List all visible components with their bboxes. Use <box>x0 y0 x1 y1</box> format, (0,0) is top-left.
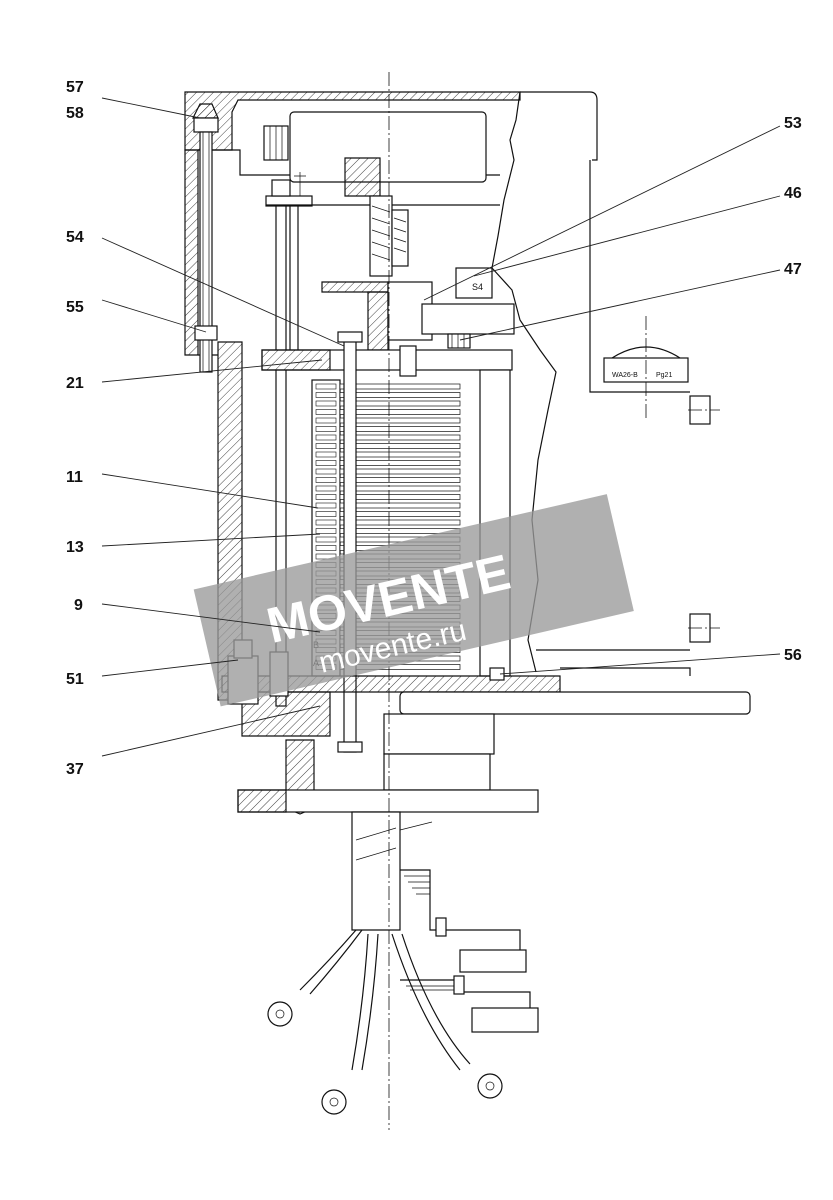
ring-plate <box>339 426 461 432</box>
callout-58: 58 <box>66 105 84 122</box>
callout-13: 13 <box>66 539 84 556</box>
leader-55 <box>101 299 207 333</box>
callout-53: 53 <box>784 115 802 132</box>
leader-21 <box>101 359 323 383</box>
ring-plate <box>339 460 461 466</box>
ring-plate <box>339 417 461 424</box>
callout-47: 47 <box>784 261 802 278</box>
ring-terminal <box>315 502 337 509</box>
ring-terminal <box>315 409 337 415</box>
drawing-body <box>184 72 751 1130</box>
ring-terminal <box>315 460 337 466</box>
ring-terminal <box>315 528 337 534</box>
ring-terminal <box>315 417 337 424</box>
leader-37 <box>101 705 321 757</box>
plate-label-right: Pg21 <box>656 372 672 379</box>
ring-terminal <box>315 434 337 441</box>
ring-terminal <box>315 443 337 449</box>
ring-plate <box>339 383 461 390</box>
leader-13 <box>101 533 321 547</box>
callout-51: 51 <box>66 671 84 688</box>
ring-terminal <box>315 451 337 458</box>
ring-terminal <box>315 494 337 500</box>
s4-label: S4 <box>472 282 483 292</box>
leader-57 <box>101 97 201 119</box>
watermark-band <box>193 494 634 707</box>
ring-terminal <box>315 519 337 526</box>
ring-plate <box>339 477 461 483</box>
callout-9: 9 <box>74 597 83 614</box>
leader-9 <box>101 603 321 633</box>
ring-plate <box>339 409 461 415</box>
callout-54: 54 <box>66 229 84 246</box>
callout-46: 46 <box>784 185 802 202</box>
ring-plate <box>339 502 461 509</box>
leader-54 <box>101 237 345 347</box>
ring-terminal <box>315 392 337 398</box>
plate-label-left: WA26-B <box>612 372 638 379</box>
ring-plate <box>339 511 461 517</box>
watermark: MOVENTE movente.ru <box>193 494 634 707</box>
ring-terminal <box>315 536 337 543</box>
ring-plate <box>339 392 461 398</box>
callouts: 57 58 54 55 21 11 13 9 51 37 53 46 47 56 <box>66 79 802 778</box>
ring-plate <box>339 519 461 526</box>
leader-11 <box>101 473 319 509</box>
ring-terminal <box>315 511 337 517</box>
leader-53 <box>423 125 781 301</box>
leader-47 <box>459 269 781 341</box>
ring-plate <box>339 451 461 458</box>
ring-plate <box>339 434 461 441</box>
ring-terminal <box>315 477 337 483</box>
ring-plate <box>339 400 461 407</box>
ring-terminal <box>315 468 337 475</box>
ring-terminal <box>315 545 337 551</box>
ring-terminal <box>315 426 337 432</box>
ring-plate <box>339 443 461 449</box>
callout-55: 55 <box>66 299 84 316</box>
ring-terminal <box>315 383 337 390</box>
ring-plate <box>339 494 461 500</box>
leader-56 <box>499 653 781 675</box>
ring-plate <box>339 485 461 492</box>
callout-11: 11 <box>66 469 83 486</box>
leader-46 <box>473 195 781 277</box>
callout-57: 57 <box>66 79 84 96</box>
callout-37: 37 <box>66 761 84 778</box>
ring-plate <box>339 468 461 475</box>
ring-terminal <box>315 485 337 492</box>
callout-56: 56 <box>784 647 802 664</box>
leader-51 <box>101 659 239 677</box>
callout-21: 21 <box>66 375 84 392</box>
ring-terminal <box>315 400 337 407</box>
